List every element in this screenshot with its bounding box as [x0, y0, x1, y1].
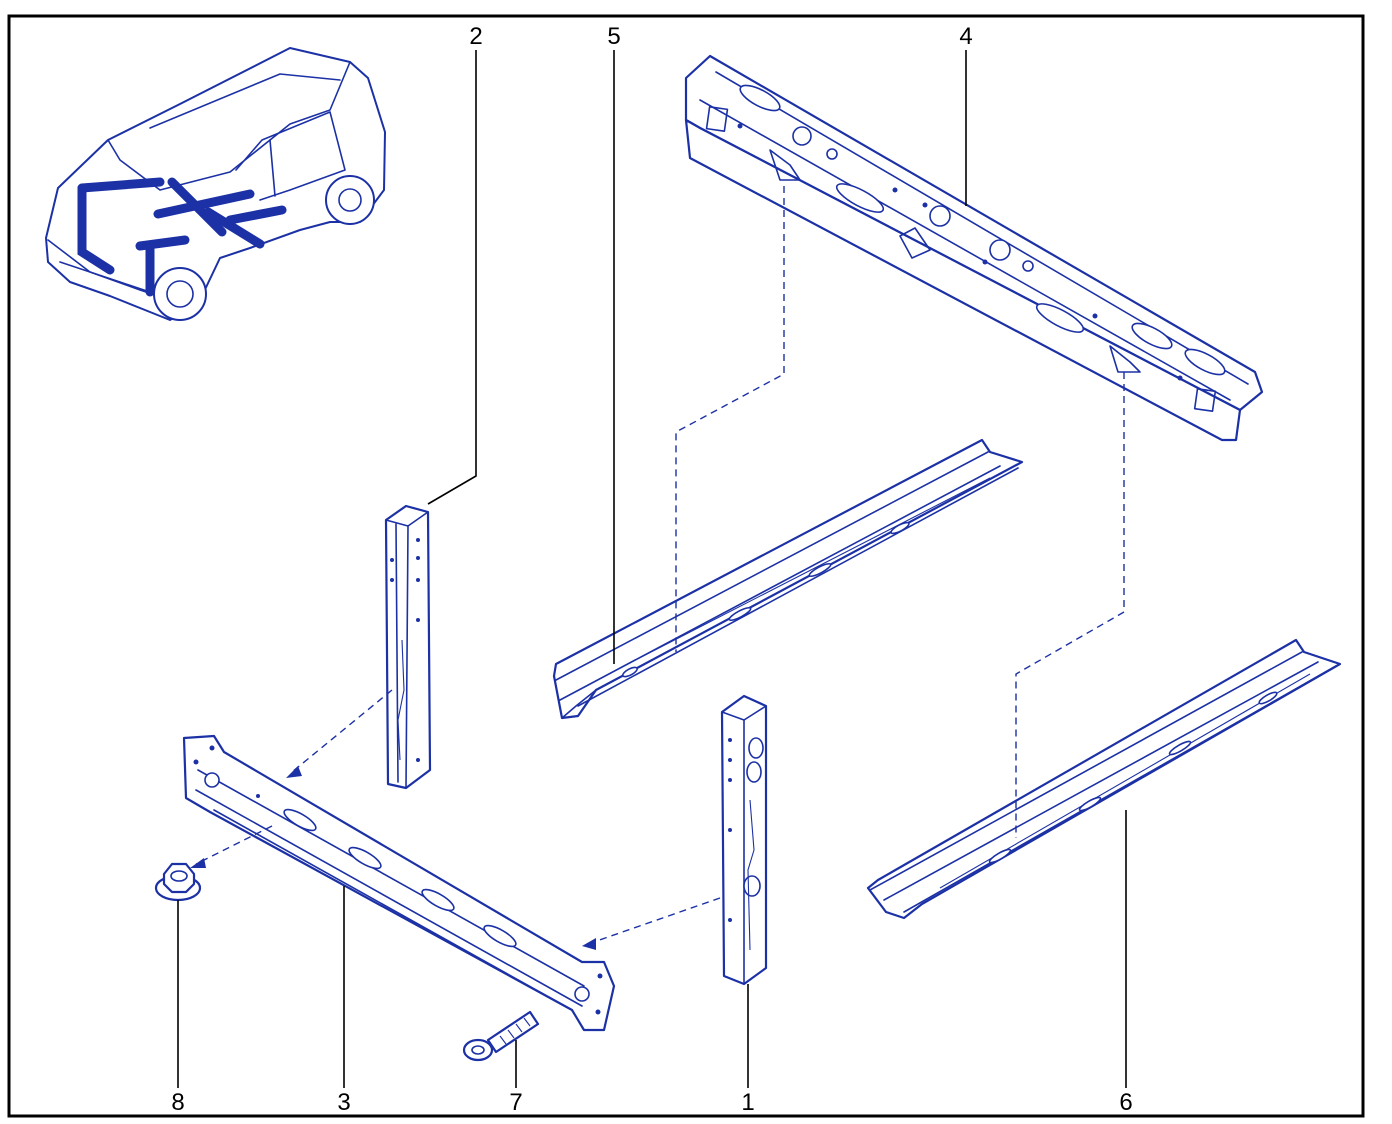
part-3-lower-cross-member: [182, 734, 616, 1032]
assembly-guide-lines: [190, 186, 1125, 950]
callout-5: 5: [607, 23, 620, 50]
part-7-towing-eye: [462, 1010, 540, 1062]
callout-3: 3: [337, 1089, 350, 1116]
callout-2: 2: [469, 23, 482, 50]
part-2-vertical-post: [384, 504, 432, 790]
callout-8: 8: [171, 1089, 184, 1116]
callout-labels: 2 5 4 8 3 7 1 6: [171, 23, 1132, 1116]
diagram-frame: [7, 14, 1365, 1118]
part-5-longitudinal-rail: [552, 438, 1024, 720]
leader-lines: [177, 50, 1127, 1088]
callout-7: 7: [509, 1089, 522, 1116]
part-1-vertical-post: [720, 694, 768, 986]
part-6-longitudinal-rail: [866, 638, 1342, 920]
part-4-upper-cross-member: [684, 54, 1264, 442]
callout-6: 6: [1119, 1089, 1132, 1116]
callout-4: 4: [959, 23, 972, 50]
vehicle-overview-illustration: [45, 47, 386, 321]
callout-1: 1: [741, 1089, 754, 1116]
part-8-flange-nut: [154, 862, 202, 902]
